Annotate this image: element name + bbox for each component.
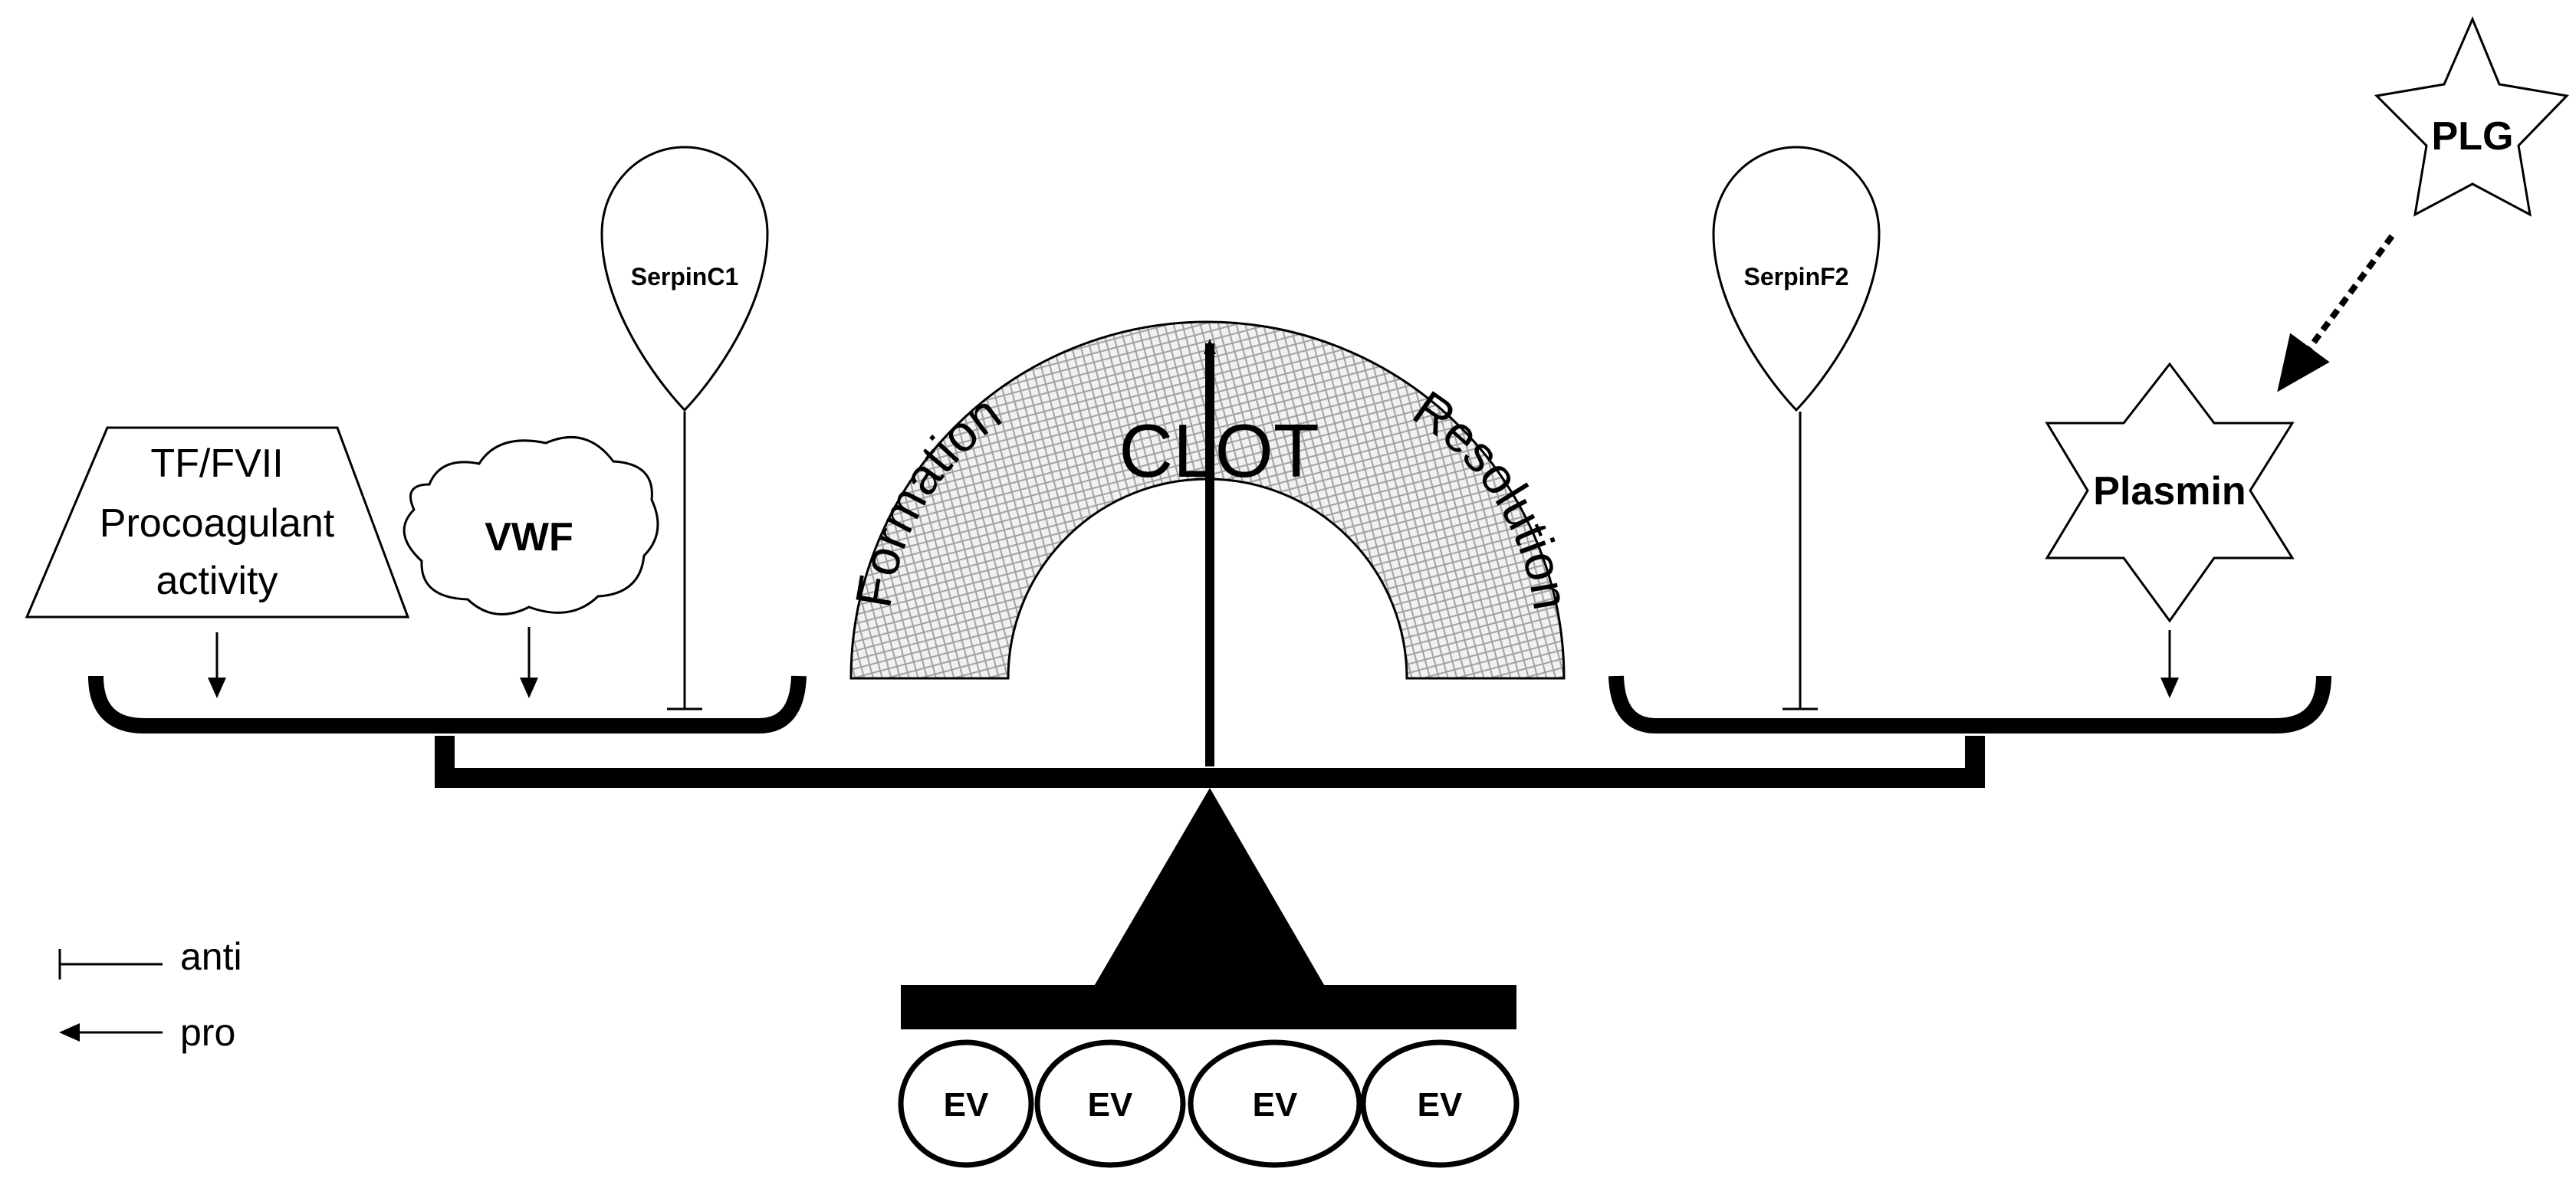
right-pan [1608,675,2331,733]
ev-row: EV EV EV EV [898,1039,1520,1168]
serpinc1-anti-line [667,412,702,711]
balloon-shape [1712,146,1881,412]
ev-circle: EV [1188,1039,1362,1168]
plasmin-label: Plasmin [2093,469,2246,514]
tf-fvii-line-1: TF/FVII [150,441,283,486]
plasmin-node: Plasmin [2045,362,2295,623]
needle-tip [1204,339,1216,354]
plg-node: PLG [2374,16,2570,217]
fulcrum [1092,788,1326,989]
ev-label: EV [944,1086,989,1124]
cloud-shape [402,436,659,615]
balloon-shape [600,146,769,412]
balance-beam [435,736,1985,788]
legend: anti pro [58,935,242,1054]
serpinc1-node: SerpinC1 [600,146,769,412]
tf-fvii-node: TF/FVII Procoagulant activity [25,426,410,619]
six-point-star-shape [2045,362,2295,623]
serpinf2-node: SerpinF2 [1712,146,1881,412]
balance-scale [88,339,2331,1029]
ev-label: EV [1088,1086,1133,1124]
anti-legend-label: anti [180,935,242,978]
ev-circle: EV [1034,1039,1186,1168]
trapezoid-shape [25,426,410,619]
vwf-node: VWF [402,436,659,615]
plg-to-plasmin-arrow [2277,234,2395,392]
ev-label: EV [1418,1086,1463,1124]
tf-fvii-line-2: Procoagulant [100,501,335,546]
pro-legend-label: pro [180,1011,235,1054]
plg-label: PLG [2432,114,2514,159]
anti-legend-symbol [58,949,163,980]
vwf-label: VWF [485,515,573,560]
base-plate [901,985,1516,1029]
tf-fvii-line-3: activity [156,559,278,603]
serpinf2-anti-line [1783,412,1818,711]
five-point-star-shape [2374,16,2570,217]
serpinf2-label: SerpinF2 [1744,263,1849,290]
ev-circle: EV [1360,1039,1520,1168]
left-pan [88,675,807,733]
ev-circle: EV [898,1039,1034,1168]
serpinc1-label: SerpinC1 [631,263,738,290]
clot-arc [849,320,1566,680]
ev-label: EV [1253,1086,1298,1124]
clot-label: CLOT [1119,409,1319,493]
